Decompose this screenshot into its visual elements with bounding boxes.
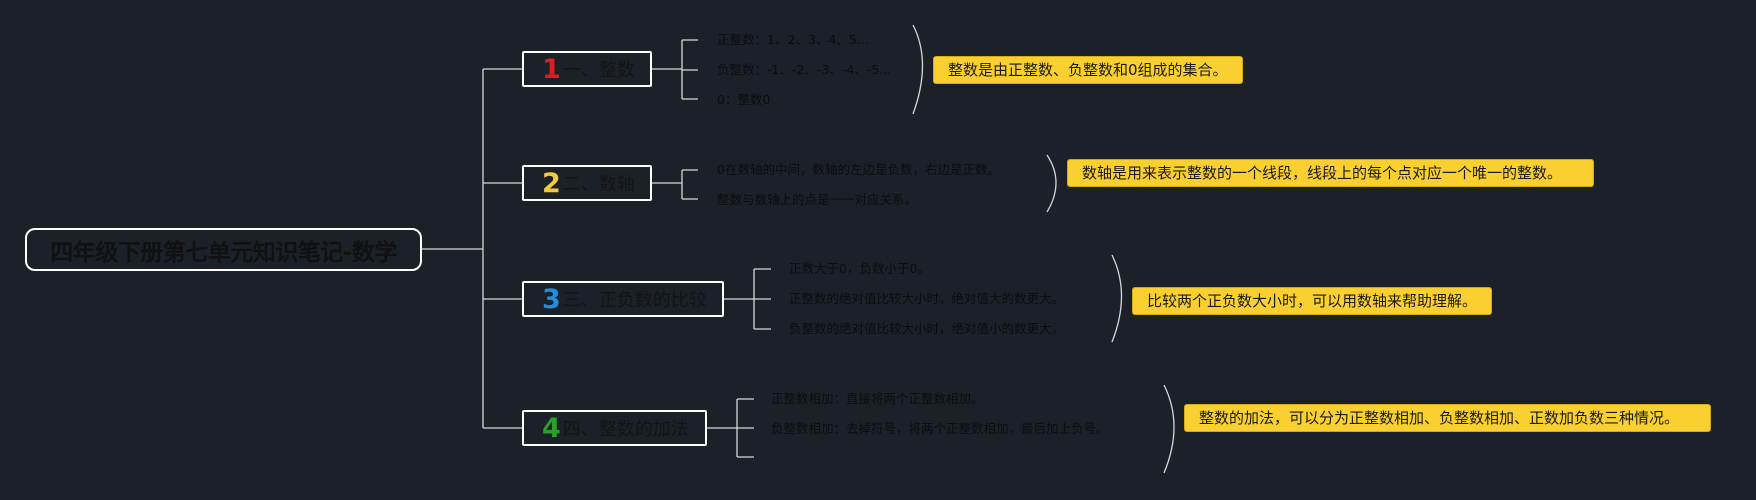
- leaf-item[interactable]: 0在数轴的中间，数轴的左边是负数，右边是正数。: [717, 162, 1000, 177]
- leaf-connector-3: [724, 268, 771, 330]
- brace-4: [1163, 384, 1175, 474]
- branch-number-line[interactable]: 2 二、数轴: [522, 165, 652, 201]
- branch-label: 二、数轴: [562, 174, 635, 195]
- leaf-item[interactable]: 正整数相加：直接将两个正整数相加。: [771, 391, 984, 406]
- branch-comparison[interactable]: 3 三、正负数的比较: [522, 281, 724, 317]
- leaf-connector-1: [652, 39, 698, 100]
- badge-number-1: 1: [542, 53, 561, 85]
- leaf-item[interactable]: 负整数：-1、-2、-3、-4、-5...: [717, 62, 892, 77]
- leaf-item[interactable]: 正整数：1、2、3、4、5...: [717, 32, 869, 47]
- badge-number-3: 3: [542, 283, 561, 315]
- branch-label: 三、正负数的比较: [562, 290, 707, 311]
- summary-note[interactable]: 整数的加法，可以分为正整数相加、负整数相加、正数加负数三种情况。: [1184, 404, 1711, 432]
- leaf-item[interactable]: 正数大于0，负数小于0。: [789, 261, 930, 276]
- branch-label: 一、整数: [562, 60, 635, 81]
- branch-integers[interactable]: 1 一、整数: [522, 51, 652, 87]
- branch-label: 四、整数的加法: [562, 419, 689, 440]
- leaf-item[interactable]: 整数与数轴上的点是一一对应关系。: [717, 192, 918, 207]
- brace-2: [1046, 154, 1057, 213]
- badge-number-4: 4: [542, 412, 561, 444]
- brace-3: [1111, 254, 1123, 343]
- leaf-item[interactable]: 负整数相加：去掉符号，将两个正整数相加，最后加上负号。: [771, 421, 1109, 436]
- leaf-item[interactable]: 0：整数0: [717, 92, 771, 107]
- leaf-connector-4: [707, 398, 754, 458]
- leaf-connector-2: [652, 169, 698, 200]
- summary-note[interactable]: 数轴是用来表示整数的一个线段，线段上的每个点对应一个唯一的整数。: [1067, 159, 1594, 187]
- brace-1: [912, 24, 924, 115]
- summary-note[interactable]: 整数是由正整数、负整数和0组成的集合。: [933, 56, 1243, 84]
- branch-addition[interactable]: 4 四、整数的加法: [522, 410, 707, 446]
- leaf-item[interactable]: 正整数的绝对值比较大小时，绝对值大的数更大。: [789, 291, 1065, 306]
- leaf-item[interactable]: 负整数的绝对值比较大小时，绝对值小的数更大。: [789, 321, 1065, 336]
- badge-number-2: 2: [542, 167, 561, 199]
- summary-note[interactable]: 比较两个正负数大小时，可以用数轴来帮助理解。: [1132, 287, 1493, 315]
- root-title[interactable]: 四年级下册第七单元知识笔记-数学: [25, 228, 422, 271]
